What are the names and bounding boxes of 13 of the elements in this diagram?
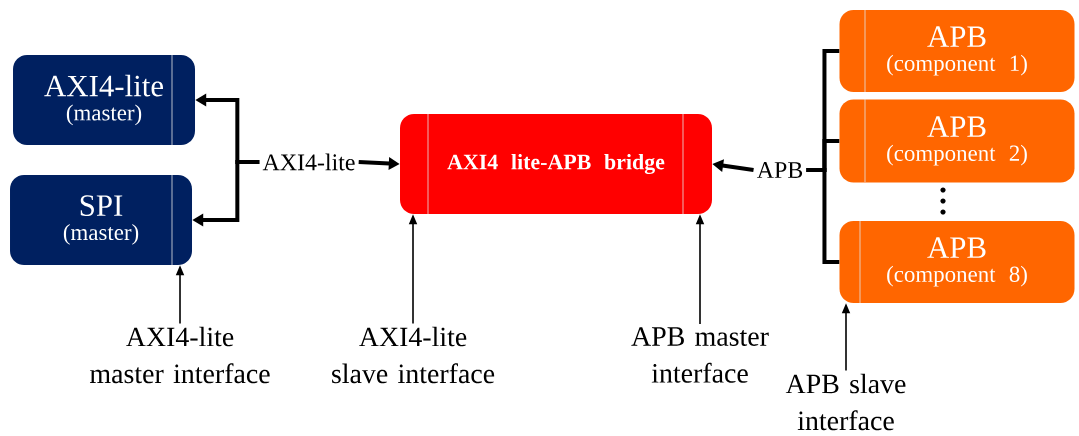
bridge-box: AXI4 lite-APB bridge — [400, 113, 712, 215]
interface-caption: AXI4-lite master interface — [90, 326, 270, 384]
component-box: APB (component 1) — [839, 9, 1075, 93]
bus-label: APB — [757, 162, 803, 178]
bus-label: AXI4-lite — [262, 153, 355, 171]
bus-line — [806, 168, 840, 264]
interface-caption: APB slave interface — [785, 373, 906, 431]
master-box: AXI4-lite (master) — [13, 54, 195, 146]
master-box: SPI (master) — [10, 174, 192, 266]
interface-caption: AXI4-lite slave interface — [332, 326, 495, 384]
interface-caption: APB master interface — [631, 327, 769, 383]
component-box: APB (component 2) — [839, 98, 1075, 183]
component-box: APB (component 8) — [839, 220, 1075, 304]
